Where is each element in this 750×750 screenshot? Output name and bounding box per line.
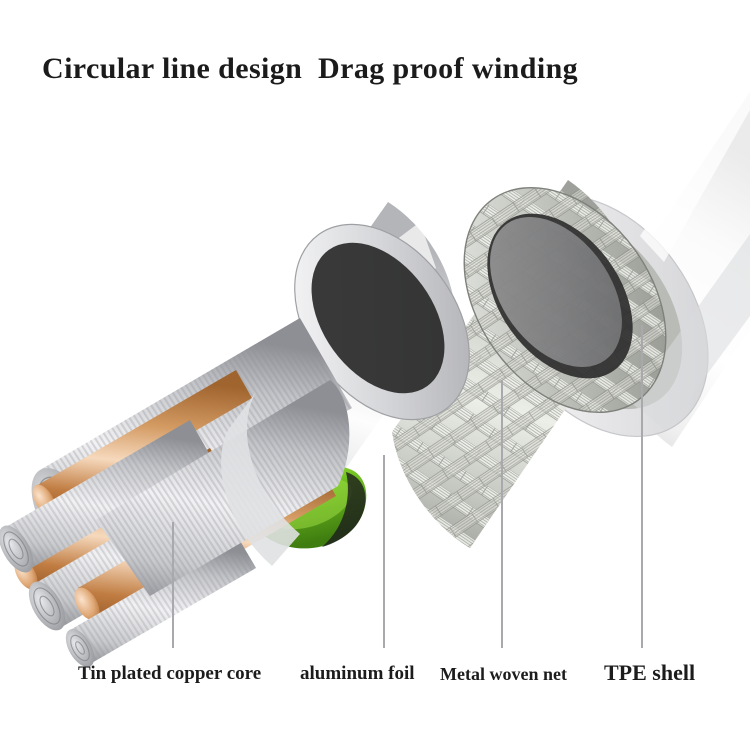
callout-label-aluminum-foil: aluminum foil <box>300 663 415 684</box>
tin-strand-bundle-tail <box>65 534 256 667</box>
leader-line-tin-plated-copper-core <box>172 522 174 648</box>
tin-strand-bundle-main <box>96 380 350 596</box>
callout-label-tpe-shell: TPE shell <box>604 660 696 685</box>
aluminum-foil-lip <box>221 392 300 566</box>
tin-strand-bundle-mid <box>0 420 214 573</box>
callout-label-tin-plated-copper-core: Tin plated copper core <box>78 663 262 684</box>
leader-line-aluminum-foil <box>383 455 385 648</box>
leader-line-tpe-shell <box>641 325 643 648</box>
page-title: Circular line design Drag proof winding <box>42 52 579 85</box>
leader-line-metal-woven-net <box>501 380 503 648</box>
tin-plated-copper-core-layer <box>0 318 352 667</box>
callout-label-metal-woven-net: Metal woven net <box>440 664 567 684</box>
